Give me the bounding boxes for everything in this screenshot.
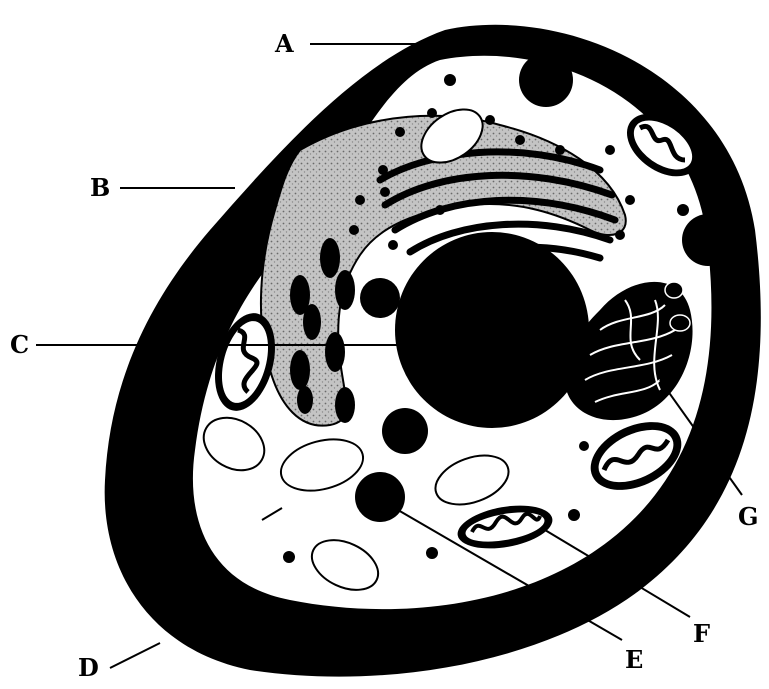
vesicle-top [519,53,573,107]
label-e: E [625,645,643,674]
nucleus [395,232,589,428]
label-d: D [78,653,99,682]
label-c: C [10,330,29,359]
label-b: B [90,173,110,202]
vesicle-lower [382,408,428,454]
vesicle-left [360,278,400,318]
leader-d [110,643,160,668]
vesicle-e [355,472,405,522]
label-f: F [693,619,710,648]
label-g: G [738,502,759,531]
vesicle-right [682,214,734,266]
label-a: A [274,29,294,58]
